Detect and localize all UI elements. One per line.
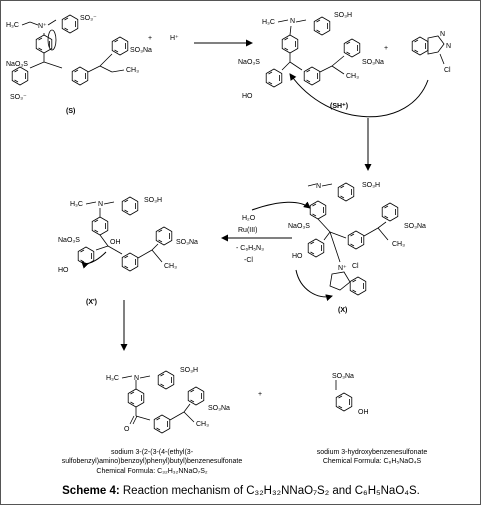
so3na-label: SO₃Na xyxy=(130,47,152,54)
product-1-name-line1: sodium 3-(2-(3-(4-(ethyl(3- xyxy=(111,449,194,456)
cl-label-bt: Cl xyxy=(444,67,451,74)
ho-label-3: HO xyxy=(292,253,303,260)
so3na-label-2: SO₃Na xyxy=(362,59,384,66)
n-plus-label-3: N⁺ xyxy=(338,265,347,272)
naso3s-label: NaO₃S xyxy=(6,61,28,68)
arrow-electron-shift xyxy=(81,251,107,269)
so3na-label-4: SO₃Na xyxy=(176,239,198,246)
reagent-loss-benzotriazole: - C₆H₅N₃ xyxy=(236,245,264,252)
arrow-leaving-group xyxy=(295,269,333,302)
so3na-label-5: SO₃Na xyxy=(208,405,230,412)
product-2-structure: SO₃Na OH xyxy=(332,373,369,416)
reagent-water: H₂O xyxy=(242,215,256,222)
o-label-5: O xyxy=(124,426,130,433)
ch3-label-2: CH₃ xyxy=(346,73,359,80)
h3c-label: H₃C xyxy=(6,22,19,29)
so3-label: SO₃⁻ xyxy=(10,94,27,101)
ch3-label-5: CH₃ xyxy=(196,421,209,428)
naso3-label-3: NaO₃S xyxy=(288,223,310,230)
naso3-label-4: NaO₃S xyxy=(58,237,80,244)
so3h-label-2: SO₃H xyxy=(334,12,352,19)
so3h-label-5: SO₃H xyxy=(180,367,198,374)
h3c-label-2: H₃C xyxy=(262,19,275,26)
scheme-caption: Scheme 4: Reaction mechanism of C₃₂H₃₂NN… xyxy=(62,485,420,497)
reagent-catalyst: Ru(III) xyxy=(238,227,257,234)
structure-X: N SO₃H NaO₃S HO SO₃Na CH₃ N⁺ Cl (X) xyxy=(288,182,426,314)
ch3-label-3: CH₃ xyxy=(392,241,405,248)
arrow-water-attack xyxy=(251,201,311,211)
product-1-formula: Chemical Formula: C₃₂H₃₂NNaO₇S₂ xyxy=(96,468,207,475)
plus-sign-2: + xyxy=(384,45,388,52)
h3c-label-5: H₃C xyxy=(106,375,119,382)
h-plus-label: H⁺ xyxy=(170,35,179,42)
label-S: (S) xyxy=(66,108,75,115)
label-SH: (SH⁺) xyxy=(330,103,348,110)
n-label-2: N xyxy=(290,18,295,25)
structure-S: H₃C N⁺ SO₃⁻ NaO₃S SO₃⁻ SO₃Na CH₃ (S) xyxy=(6,14,152,115)
product-1-name-line2: sulfobenzyl)amino)benzoyl)phenyl)butyl)b… xyxy=(62,458,243,465)
benzotriazole-chloride: N N Cl xyxy=(411,31,451,74)
caption-prefix: Scheme 4: xyxy=(62,485,120,497)
product-2-formula: Chemical Formula: C₆H₅NaO₄S xyxy=(323,458,422,465)
cl-label-3: Cl xyxy=(352,263,359,270)
n-plus-label: N⁺ xyxy=(38,23,47,30)
n-label-bt: N xyxy=(440,31,445,38)
so3h-label-4: SO₃H xyxy=(144,197,162,204)
ho-label-4: HO xyxy=(58,267,69,274)
ch3-label-4: CH₃ xyxy=(164,263,177,270)
reagent-loss-chloride: -Cl xyxy=(244,257,253,264)
structure-X-prime: H₃C N SO₃H NaO₃S OH HO SO₃Na CH₃ (X') xyxy=(58,196,198,306)
n-label-5: N xyxy=(134,375,139,382)
label-X: (X) xyxy=(338,307,347,314)
so3na-label-3: SO₃Na xyxy=(404,223,426,230)
plus-sign-3: + xyxy=(258,391,262,398)
oh-label-6: OH xyxy=(358,409,369,416)
label-X-prime: (X') xyxy=(86,299,97,306)
structure-SH-plus: H₃C N SO₃H NaO₃S HO SO₃Na CH₃ (SH⁺) xyxy=(238,12,384,110)
plus-sign-1: + xyxy=(148,35,152,42)
naso3-label-2: NaO₃S xyxy=(238,59,260,66)
oh-label-4: OH xyxy=(110,239,121,246)
h3c-label-4: H₃C xyxy=(70,201,83,208)
product-1-structure: H₃C N SO₃H O SO₃Na CH₃ xyxy=(106,367,230,434)
n-label-3: N xyxy=(316,183,321,190)
so3h-label-3: SO₃H xyxy=(362,182,380,189)
ho-label-2: HO xyxy=(242,93,253,100)
caption-text: Reaction mechanism of C₃₂H₃₂NNaO₇S₂ and … xyxy=(120,485,420,497)
product-2-name: sodium 3-hydroxybenzenesulfonate xyxy=(317,449,428,456)
ch3-label: CH₃ xyxy=(126,67,139,74)
so3-minus-label: SO₃⁻ xyxy=(80,15,97,22)
n-label-bt-2: N xyxy=(446,43,451,50)
so3na-label-6: SO₃Na xyxy=(332,373,354,380)
arrow-attack-curve xyxy=(289,73,429,118)
n-label-4: N xyxy=(98,201,103,208)
